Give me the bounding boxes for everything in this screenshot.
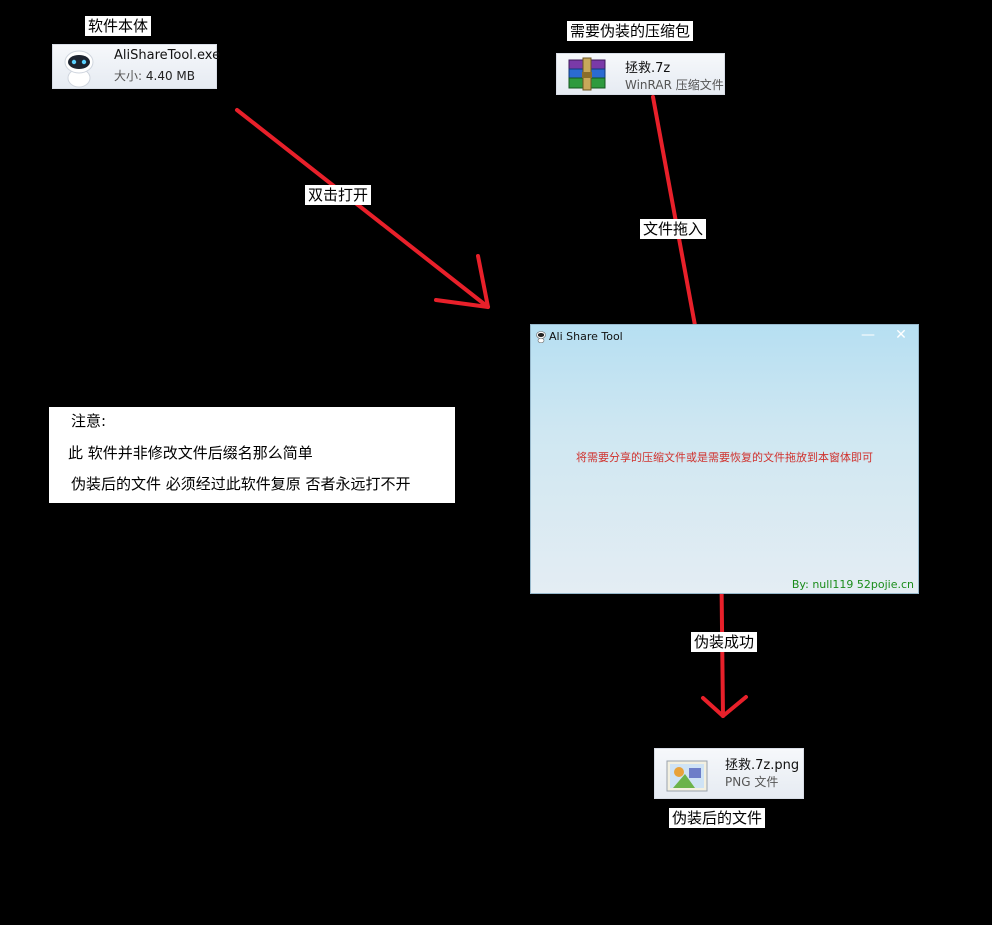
label-drag-in: 文件拖入 <box>640 219 707 239</box>
file-tile-archive[interactable]: 拯救.7z WinRAR 压缩文件 <box>556 53 725 95</box>
file-name-png: 拯救.7z.png <box>725 758 800 773</box>
file-meta-archive: WinRAR 压缩文件 <box>625 78 724 92</box>
drop-hint-text: 将需要分享的压缩文件或是需要恢复的文件拖放到本窗体即可 <box>576 451 873 464</box>
label-software-body: 软件本体 <box>85 16 152 36</box>
label-disguise-success: 伪装成功 <box>691 632 758 652</box>
notice-box: 注意: 此 软件并非修改文件后缀名那么简单 伪装后的文件 必须经过此软件复原 否… <box>49 407 455 503</box>
arrow-double-click-head <box>434 254 490 309</box>
file-size-value: 4.40 MB <box>145 69 195 83</box>
label-disguised-file: 伪装后的文件 <box>669 808 766 828</box>
credit-text: By: null119 52pojie.cn <box>791 578 914 591</box>
file-tile-png[interactable]: 拯救.7z.png PNG 文件 <box>654 748 804 799</box>
image-file-icon <box>666 760 708 792</box>
title-bar[interactable]: Ali Share Tool — ✕ <box>531 325 918 349</box>
file-name-archive: 拯救.7z <box>625 61 671 76</box>
robot-app-icon <box>64 50 94 88</box>
file-name-exe: AliShareTool.exe <box>114 48 221 63</box>
app-icon <box>536 331 546 343</box>
file-size-label: 大小: <box>114 69 143 83</box>
arrow-success-head <box>701 695 748 718</box>
file-meta-exe: 大小: 4.40 MB <box>114 67 195 84</box>
file-meta-png: PNG 文件 <box>725 775 779 789</box>
label-archive-to-disguise: 需要伪装的压缩包 <box>567 21 694 41</box>
notice-line-1: 此 软件并非修改文件后缀名那么简单 <box>68 444 313 462</box>
label-double-click: 双击打开 <box>305 185 372 205</box>
notice-line-2: 伪装后的文件 必须经过此软件复原 否者永远打不开 <box>71 475 411 493</box>
app-window[interactable]: Ali Share Tool — ✕ 将需要分享的压缩文件或是需要恢复的文件拖放… <box>530 324 919 594</box>
minimize-button[interactable]: — <box>861 327 875 343</box>
winrar-archive-icon <box>568 57 606 91</box>
file-tile-exe[interactable]: AliShareTool.exe 大小: 4.40 MB <box>52 44 221 89</box>
close-button[interactable]: ✕ <box>895 327 907 343</box>
window-title: Ali Share Tool <box>549 330 623 343</box>
notice-heading: 注意: <box>71 412 107 430</box>
arrow-double-click <box>235 108 490 309</box>
